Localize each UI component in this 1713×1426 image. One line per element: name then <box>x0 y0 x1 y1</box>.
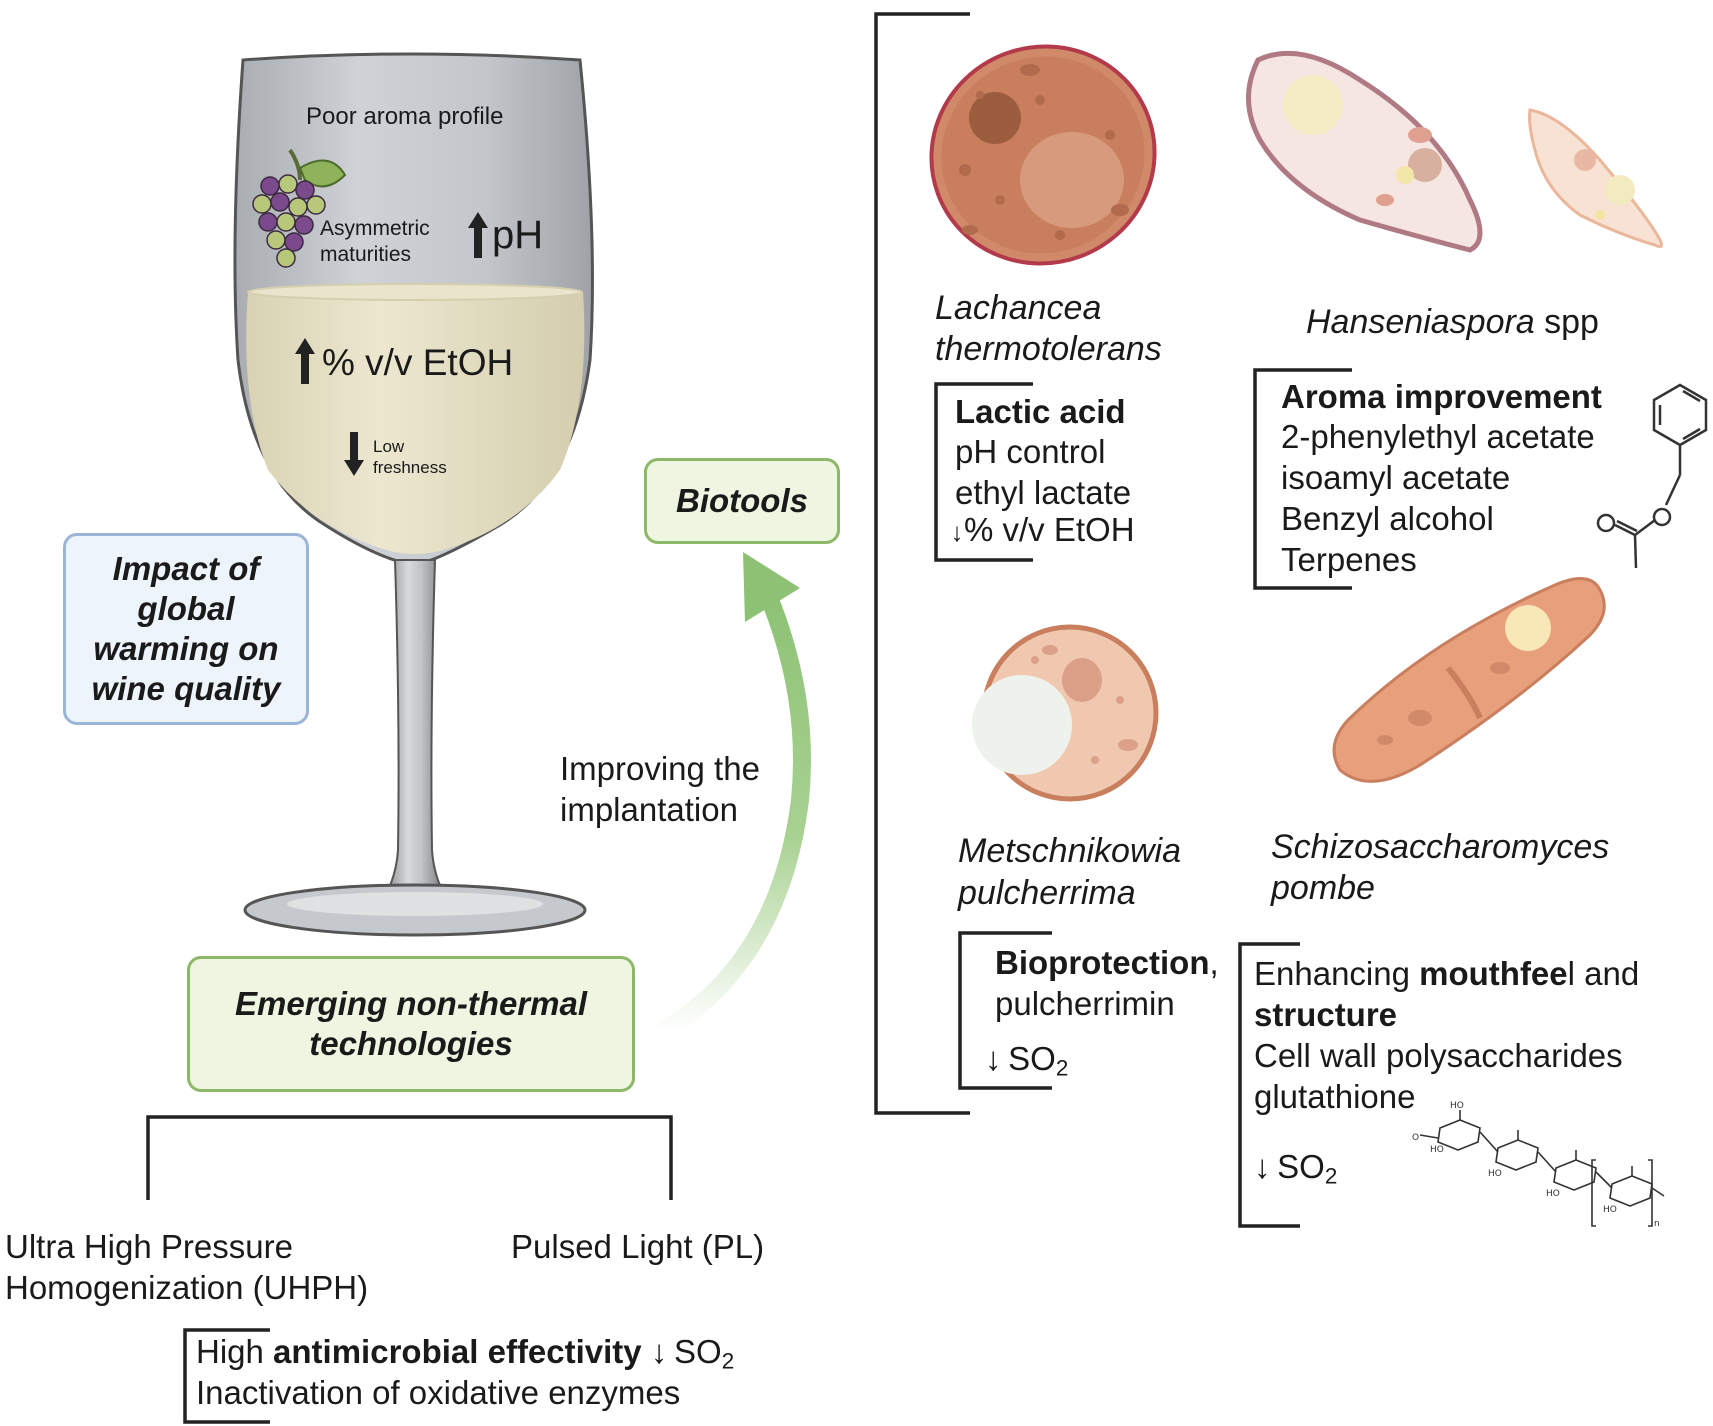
ho-label-1: HO <box>1450 1101 1464 1111</box>
schizo-so2: SO <box>1277 1148 1325 1185</box>
low-label: Low <box>373 437 405 456</box>
down-arrow-icon: ↓ <box>1254 1148 1271 1185</box>
schizo-l1-bold: mouthfee <box>1419 955 1568 992</box>
impact-line-2: global <box>137 589 235 627</box>
hanseniaspora-cell-icon <box>1246 50 1664 253</box>
phenylethyl-acetate-molecule-icon <box>1596 383 1708 569</box>
lachancea-cell-icon <box>929 44 1157 266</box>
technologies-bracket <box>146 1115 673 1200</box>
impact-line-3: warming on <box>93 630 279 667</box>
hanseniaspora-name: Hanseniaspora spp <box>1306 302 1599 342</box>
down-arrow-icon: ↓ <box>650 1333 668 1370</box>
polysaccharide-molecule-icon <box>1419 1110 1665 1227</box>
metschnikowia-name-2: pulcherrima <box>958 874 1136 912</box>
emerging-technologies-box: Emerging non-thermal technologies <box>187 956 635 1092</box>
schizo-so2-sub: 2 <box>1324 1163 1338 1189</box>
biotools-label: Biotools <box>676 482 808 519</box>
o-label: O <box>1412 1133 1419 1143</box>
improving-label: Improving the <box>560 750 760 787</box>
effects-line-1: High antimicrobial effectivity ↓ SO2 <box>196 1333 734 1375</box>
lachancea-name-1: Lachancea <box>935 289 1102 327</box>
ho-label-5: HO <box>1603 1205 1617 1215</box>
n-label: n <box>1654 1219 1660 1229</box>
lachancea-item-1: pH control <box>955 433 1106 470</box>
green-arrowhead <box>743 552 800 622</box>
schizo-so2-row: ↓ SO2 <box>1254 1148 1337 1190</box>
impact-box: Impact of global warming on wine quality <box>63 533 309 725</box>
schizo-l1-post: l and <box>1567 955 1640 992</box>
down-arrow-icon: ↓ <box>950 517 964 547</box>
metschnikowia-so2: SO <box>1008 1040 1056 1077</box>
up-arrow-icon <box>295 212 488 384</box>
schizo-line-1: Enhancing mouthfeel and <box>1254 955 1639 994</box>
schizo-l1-pre: Enhancing <box>1254 955 1420 992</box>
ph-label: pH <box>492 213 544 257</box>
emerging-line-1: Emerging non-thermal <box>234 984 588 1022</box>
metschnikowia-so2-sub: 2 <box>1055 1055 1069 1081</box>
lachancea-item-2: ethyl lactate <box>955 474 1132 511</box>
metschnikowia-comma: , <box>1209 944 1219 981</box>
metschnikowia-so2-row: ↓ SO2 <box>985 1040 1068 1082</box>
impact-line-1: Impact of <box>112 549 260 587</box>
metschnikowia-bold-row: Bioprotection, <box>995 944 1219 983</box>
pl-label: Pulsed Light (PL) <box>511 1228 765 1265</box>
lachancea-item-3-row: ↓% v/v EtOH <box>950 511 1135 550</box>
hanseniaspora-item-4: Terpenes <box>1281 541 1417 578</box>
metschnikowia-item: pulcherrimin <box>995 985 1175 1022</box>
effects-so2: SO <box>674 1333 722 1370</box>
biotools-box: Biotools <box>644 458 840 544</box>
lachancea-name-2: thermotolerans <box>935 330 1162 368</box>
ho-label-3: HO <box>1488 1169 1502 1179</box>
hanseniaspora-item-1: 2-phenylethyl acetate <box>1281 418 1595 455</box>
schizo-name-2: pombe <box>1271 869 1375 907</box>
lachancea-item-3: % v/v EtOH <box>964 511 1135 548</box>
etoh-label: % v/v EtOH <box>322 342 514 383</box>
uhph-line-1: Ultra High Pressure <box>5 1228 293 1265</box>
ho-label-4: HO <box>1546 1189 1560 1199</box>
hanseniaspora-name-italic: Hanseniaspora <box>1306 303 1535 341</box>
yeast-bracket <box>874 12 970 1115</box>
freshness-label: freshness <box>373 458 447 477</box>
impact-line-4: wine quality <box>91 670 281 708</box>
uhph-line-2: Homogenization (UHPH) <box>5 1269 369 1306</box>
schizo-name-1: Schizosaccharomyces <box>1271 828 1610 866</box>
ho-label-2: HO <box>1430 1145 1444 1155</box>
metschnikowia-cell-icon <box>972 624 1159 802</box>
effects-so2-sub: 2 <box>721 1348 735 1374</box>
info-brackets <box>183 368 1352 1424</box>
hanseniaspora-name-rest: spp <box>1534 303 1599 341</box>
hanseniaspora-item-3: Benzyl alcohol <box>1281 500 1494 537</box>
polysaccharide-labels: HO HO HO HO HO O n <box>1412 1101 1660 1229</box>
hanseniaspora-item-2: isoamyl acetate <box>1281 459 1511 496</box>
emerging-line-2: technologies <box>309 1025 513 1062</box>
asymmetric-label: Asymmetric <box>320 217 430 240</box>
down-arrow-icon: ↓ <box>985 1040 1002 1077</box>
schizo-item-1: Cell wall polysaccharides <box>1254 1037 1623 1074</box>
schizo-item-2: glutathione <box>1254 1078 1416 1115</box>
maturities-label: maturities <box>320 243 412 266</box>
lachancea-bold: Lactic acid <box>955 393 1126 430</box>
effects-pre: High <box>196 1333 274 1370</box>
hanseniaspora-bold: Aroma improvement <box>1281 378 1602 415</box>
grape-icon <box>252 148 347 268</box>
effects-bold: antimicrobial effectivity <box>273 1333 642 1370</box>
schizosaccharomyces-cell-icon <box>1332 577 1606 783</box>
effects-line-2: Inactivation of oxidative enzymes <box>196 1374 681 1411</box>
aroma-label: Poor aroma profile <box>306 103 504 130</box>
implantation-label: implantation <box>560 791 738 828</box>
metschnikowia-bold: Bioprotection <box>995 944 1210 981</box>
schizo-structure: structure <box>1254 996 1398 1033</box>
metschnikowia-name-1: Metschnikowia <box>958 832 1181 870</box>
down-arrow-icon <box>344 432 364 476</box>
green-curved-arrow <box>656 591 811 1039</box>
